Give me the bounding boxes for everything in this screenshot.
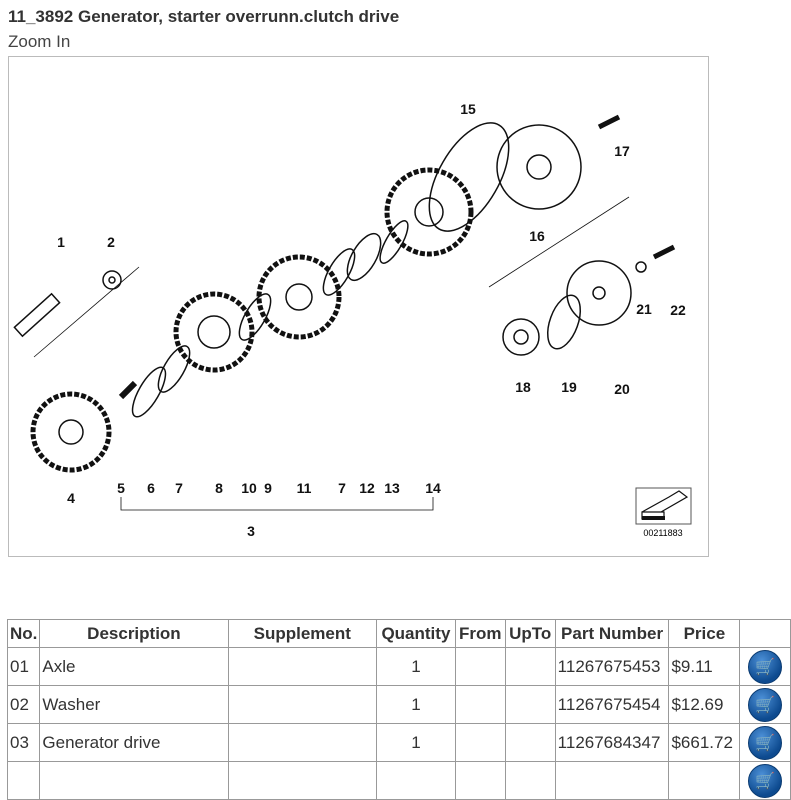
callout[interactable]: 10 (241, 480, 257, 496)
callout[interactable]: 4 (67, 490, 75, 506)
add-to-cart-button[interactable]: 🛒 (748, 763, 783, 798)
table-header: No. Description Supplement Quantity From… (6, 619, 791, 648)
orientation-arrow-icon (635, 487, 692, 525)
callout[interactable]: 18 (515, 379, 531, 395)
cell-price: $661.72 (668, 723, 741, 762)
exploded-view-drawing: 1 2 15 17 16 21 22 18 19 20 5 6 7 8 10 9… (13, 101, 692, 539)
callout[interactable]: 8 (215, 480, 223, 496)
col-price: Price (668, 619, 741, 648)
callout[interactable]: 21 (636, 301, 652, 317)
callout[interactable]: 7 (175, 480, 183, 496)
callout[interactable]: 20 (614, 381, 630, 397)
callout[interactable]: 12 (359, 480, 375, 496)
cell-quantity: 1 (376, 647, 456, 686)
cell-no: 01 (6, 647, 41, 686)
col-upto: UpTo (504, 619, 556, 648)
callout[interactable]: 14 (425, 480, 441, 496)
callout[interactable]: 6 (147, 480, 155, 496)
col-from: From (454, 619, 506, 648)
cell-quantity: 1 (376, 685, 456, 724)
cell-from (454, 723, 506, 762)
callout-labels: 1 2 15 17 16 21 22 18 19 20 5 6 7 8 10 9… (57, 101, 686, 539)
cell-description: Washer (39, 685, 229, 724)
add-to-cart-button[interactable]: 🛒 (748, 687, 783, 722)
cell-upto (504, 685, 556, 724)
callout[interactable]: 11 (297, 480, 312, 496)
col-description: Description (39, 619, 229, 648)
cell-part-number: 11267675453 (554, 647, 670, 686)
callout[interactable]: 1 (57, 234, 65, 250)
cell-price: $9.11 (668, 647, 741, 686)
col-no: No. (6, 619, 41, 648)
table-row: 🛒 (6, 761, 791, 800)
col-part-number: Part Number (554, 619, 670, 648)
callout[interactable]: 16 (529, 228, 545, 244)
cell-price: $12.69 (668, 685, 741, 724)
callout[interactable]: 17 (614, 143, 630, 159)
callout[interactable]: 9 (264, 480, 272, 496)
callout[interactable]: 2 (107, 234, 115, 250)
cell-quantity: 1 (376, 723, 456, 762)
cell-description: Axle (39, 647, 229, 686)
cell-supplement (227, 723, 378, 762)
image-code: 00211883 (643, 528, 682, 538)
col-quantity: Quantity (376, 619, 456, 648)
cell-part-number: 11267684347 (554, 723, 670, 762)
cell-from (454, 647, 506, 686)
col-supplement: Supplement (227, 619, 378, 648)
callout[interactable]: 22 (670, 302, 686, 318)
callout[interactable]: 3 (247, 523, 255, 539)
cell-description: Generator drive (39, 723, 229, 762)
cell-upto (504, 647, 556, 686)
callout[interactable]: 19 (561, 379, 577, 395)
cell-from (454, 685, 506, 724)
cell-supplement (227, 647, 378, 686)
cell-no: 02 (6, 685, 41, 724)
callout[interactable]: 13 (384, 480, 400, 496)
cell-upto (504, 723, 556, 762)
callout[interactable]: 5 (117, 480, 125, 496)
callout[interactable]: 15 (460, 101, 476, 117)
add-to-cart-button[interactable]: 🛒 (748, 725, 783, 760)
page-title: 11_3892 Generator, starter overrunn.clut… (8, 7, 400, 26)
col-cart (739, 619, 791, 648)
cell-supplement (227, 685, 378, 724)
callout[interactable]: 7 (338, 480, 346, 496)
cell-part-number: 11267675454 (554, 685, 670, 724)
parts-table: No. Description Supplement Quantity From… (6, 619, 791, 800)
add-to-cart-button[interactable]: 🛒 (748, 649, 783, 684)
zoom-in-link[interactable]: Zoom In (8, 32, 71, 51)
cell-no: 03 (6, 723, 41, 762)
parts-diagram[interactable]: 1 2 15 17 16 21 22 18 19 20 5 6 7 8 10 9… (8, 56, 709, 557)
